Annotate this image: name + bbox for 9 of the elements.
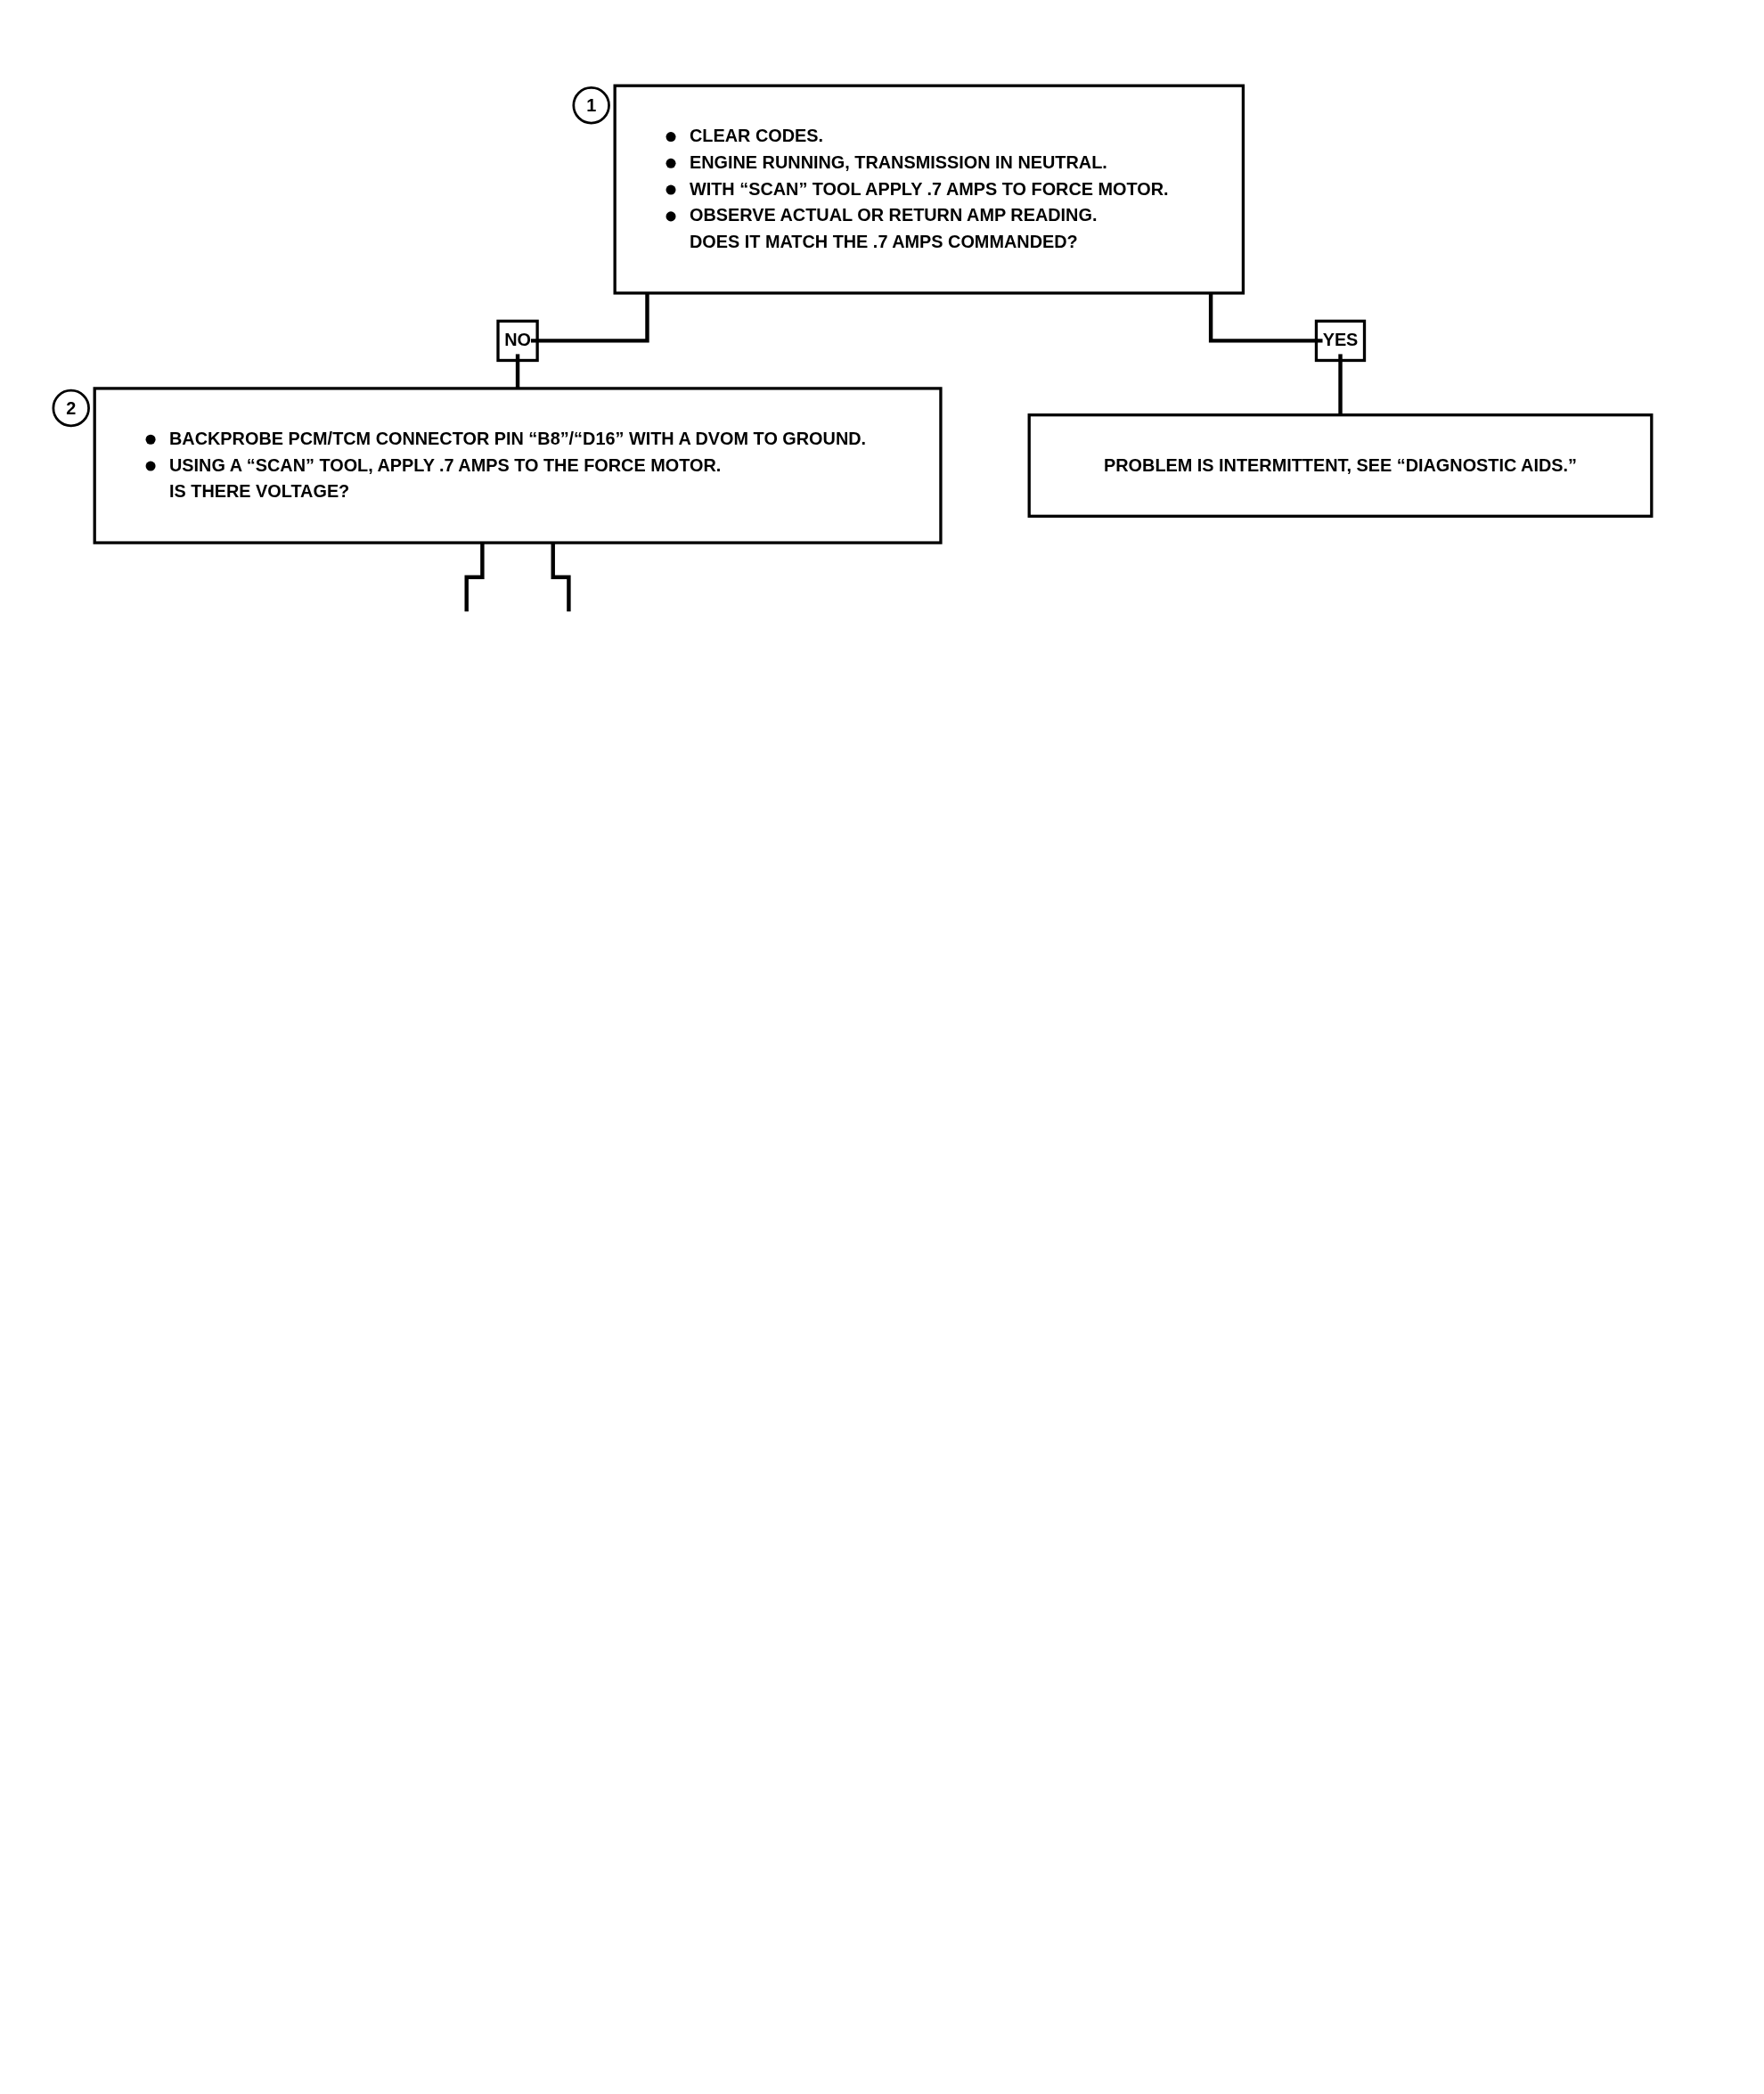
connector xyxy=(464,543,485,614)
edge-label: NO xyxy=(504,330,531,350)
connector xyxy=(551,543,571,614)
step-number: 2 xyxy=(52,389,90,428)
node-box: CLEAR CODES. ENGINE RUNNING, TRANSMISSION IN NEUTRAL. WITH “SCAN” TOOL APPLY .7 AMPS TO FORCE MOTOR. OBSERVE ACTUAL OR RETURN AMP READING. DOES IT MATCH THE .7 AMPS COMMANDED? xyxy=(613,84,1245,295)
node-box: BACKPROBE PCM/TCM CONNECTOR PIN “B8”/“D16” WITH A DVOM TO GROUND. USING A “SCAN” TOOL, APPLY .7 AMPS TO THE FORCE MOTOR. IS THERE VOLTAGE? xyxy=(93,387,943,544)
node-box: PROBLEM IS INTERMITTENT, SEE “DIAGNOSTIC AIDS.” xyxy=(1027,413,1654,518)
edge-label: YES xyxy=(1322,330,1359,350)
step-number: 1 xyxy=(572,86,610,125)
